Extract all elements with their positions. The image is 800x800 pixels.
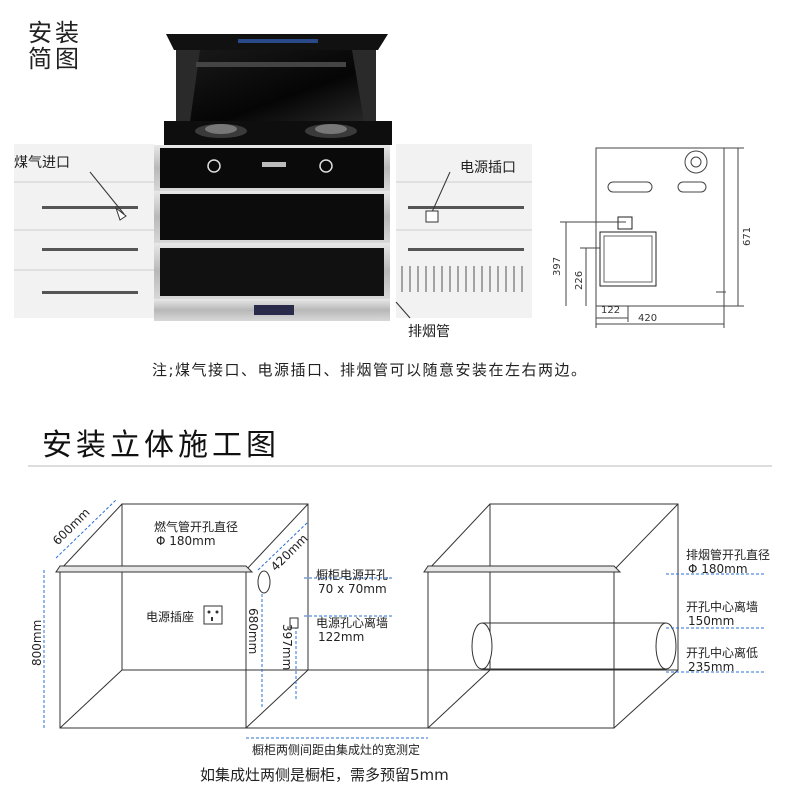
left-cabinet-sketch — [14, 144, 154, 318]
gas-pipe-label: 燃气管开孔直径 — [154, 520, 239, 534]
power-hole-box — [289, 617, 299, 629]
dim-420-label: 420 — [638, 313, 658, 324]
exhaust-pipe-3d — [471, 622, 677, 670]
dim-397mm-label: 397mm — [280, 624, 294, 671]
exhaust-pipe-label: 排烟管 — [408, 324, 450, 340]
exhaust-hole-value: Φ 180mm — [688, 562, 748, 576]
floor-distance-label: 开孔中心离低 — [686, 646, 759, 660]
wall-distance-value: 150mm — [688, 614, 735, 628]
height-label: 800mm — [30, 619, 44, 666]
power-socket-label: 电源插口 — [460, 160, 516, 176]
power-hole-value: 70 x 70mm — [318, 582, 387, 596]
power-center-label: 电源孔心离墙 — [316, 616, 389, 630]
power-socket-3d-label: 电源插座 — [146, 610, 195, 624]
bottom-note: 如集成灶两侧是橱柜，需多预留5mm — [200, 766, 449, 784]
gap-label: 橱柜两侧间距由集成灶的宽测定 — [252, 743, 421, 757]
power-center-value: 122mm — [318, 630, 365, 644]
floor-distance-value: 235mm — [688, 660, 735, 674]
install-sketch-title: 安装简图 — [28, 19, 82, 73]
gas-hole — [257, 570, 271, 594]
power-socket-box — [203, 605, 223, 625]
3d-install-title: 安装立体施工图 — [42, 428, 280, 463]
dim-680mm-label: 680mm — [246, 608, 260, 655]
install-note: 注;煤气接口、电源插口、排烟管可以随意安装在左右两边。 — [152, 361, 588, 379]
gas-pipe-value: Φ 180mm — [156, 534, 216, 548]
side-view-diagram — [560, 147, 744, 328]
gas-inlet-label: 煤气进口 — [14, 155, 70, 171]
power-hole-label: 橱柜电源开孔 — [316, 568, 389, 582]
right-cabinet-3d — [423, 503, 679, 729]
dim-122-label: 122 — [601, 305, 621, 316]
exhaust-hole-label: 排烟管开孔直径 — [686, 548, 771, 562]
wall-distance-label: 开孔中心离墙 — [686, 600, 759, 614]
right-cabinet-sketch — [396, 144, 532, 318]
integrated-stove-image — [154, 34, 392, 321]
left-cabinet-3d — [55, 503, 309, 729]
